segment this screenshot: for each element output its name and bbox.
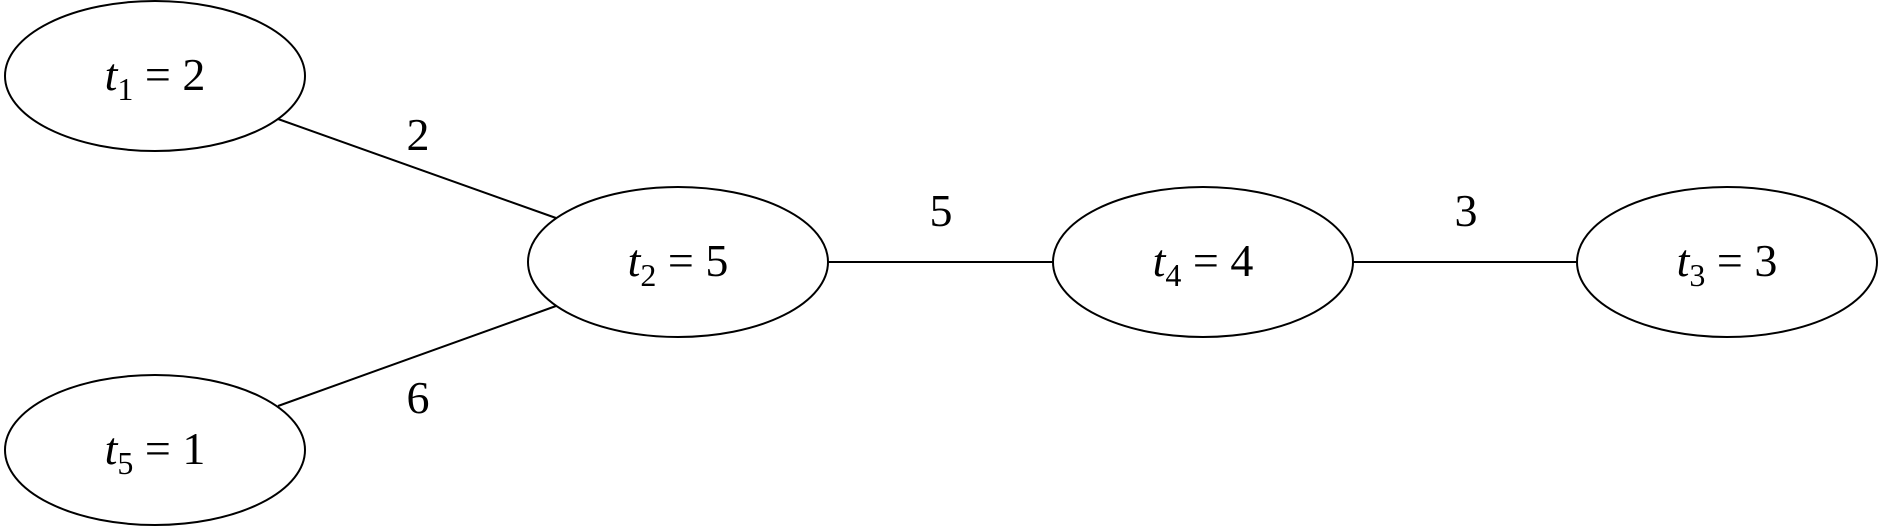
edge-weights: 2 6 5 3 <box>407 109 1478 423</box>
node-t5-ellipse <box>4 374 306 526</box>
node-t3-value: = 3 <box>1705 235 1777 286</box>
node-t4-ellipse <box>1052 186 1354 338</box>
node-t1: t1 = 2 <box>4 0 306 152</box>
node-t2-ellipse <box>527 186 829 338</box>
node-t2-variable: t <box>628 235 642 286</box>
node-t1-label: t1 = 2 <box>105 49 206 107</box>
node-t1-value: = 2 <box>133 49 205 100</box>
node-t2-subscript: 2 <box>640 257 656 293</box>
edge-t2-t5 <box>277 305 557 407</box>
node-t5: t5 = 1 <box>4 374 306 526</box>
node-t2-label: t2 = 5 <box>628 235 729 293</box>
node-t4-subscript: 4 <box>1165 257 1181 293</box>
node-t3-label: t3 = 3 <box>1677 235 1778 293</box>
node-t5-label: t5 = 1 <box>105 423 206 481</box>
node-t3: t3 = 3 <box>1576 186 1878 338</box>
node-t5-value: = 1 <box>133 423 205 474</box>
node-t2: t2 = 5 <box>527 186 829 338</box>
node-t3-subscript: 3 <box>1689 257 1705 293</box>
edges <box>277 118 1577 407</box>
node-t5-variable: t <box>105 423 119 474</box>
node-t1-subscript: 1 <box>117 71 133 107</box>
nodes: t1 = 2 t2 = 5 t4 = 4 t3 = 3 t5 = 1 <box>4 0 1878 526</box>
edge-weight-t2-t5: 6 <box>407 372 430 423</box>
node-t5-subscript: 5 <box>117 445 133 481</box>
node-t1-ellipse <box>4 0 306 152</box>
node-t2-value: = 5 <box>656 235 728 286</box>
node-t4-label: t4 = 4 <box>1153 235 1254 293</box>
node-t3-variable: t <box>1677 235 1691 286</box>
node-t4-variable: t <box>1153 235 1167 286</box>
node-t1-variable: t <box>105 49 119 100</box>
node-t4: t4 = 4 <box>1052 186 1354 338</box>
edge-weight-t4-t3: 3 <box>1455 185 1478 236</box>
node-t4-value: = 4 <box>1181 235 1253 286</box>
edge-weight-t1-t2: 2 <box>407 109 430 160</box>
node-t3-ellipse <box>1576 186 1878 338</box>
edge-t1-t2 <box>277 118 557 219</box>
edge-weight-t2-t4: 5 <box>930 185 953 236</box>
